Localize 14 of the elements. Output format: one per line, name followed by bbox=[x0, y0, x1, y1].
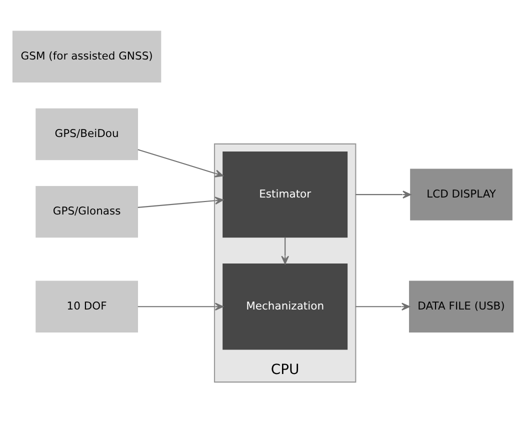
node-box: LCD DISPLAY bbox=[410, 168, 512, 220]
arrow bbox=[138, 148, 224, 177]
node-box: DATA FILE (USB) bbox=[409, 280, 514, 332]
node-box: Mechanization bbox=[222, 263, 348, 350]
node-box: GPS/Glonass bbox=[36, 185, 138, 238]
node-box: 10 DOF bbox=[36, 280, 138, 332]
arrow bbox=[281, 236, 290, 264]
arrow bbox=[138, 196, 224, 208]
arrow bbox=[356, 302, 410, 310]
node-box: GSM (for assisted GNSS) bbox=[12, 30, 162, 82]
arrow bbox=[138, 302, 224, 310]
arrow bbox=[356, 190, 412, 198]
node-box: GPS/BeiDou bbox=[36, 108, 138, 160]
node-box: Estimator bbox=[222, 150, 348, 238]
